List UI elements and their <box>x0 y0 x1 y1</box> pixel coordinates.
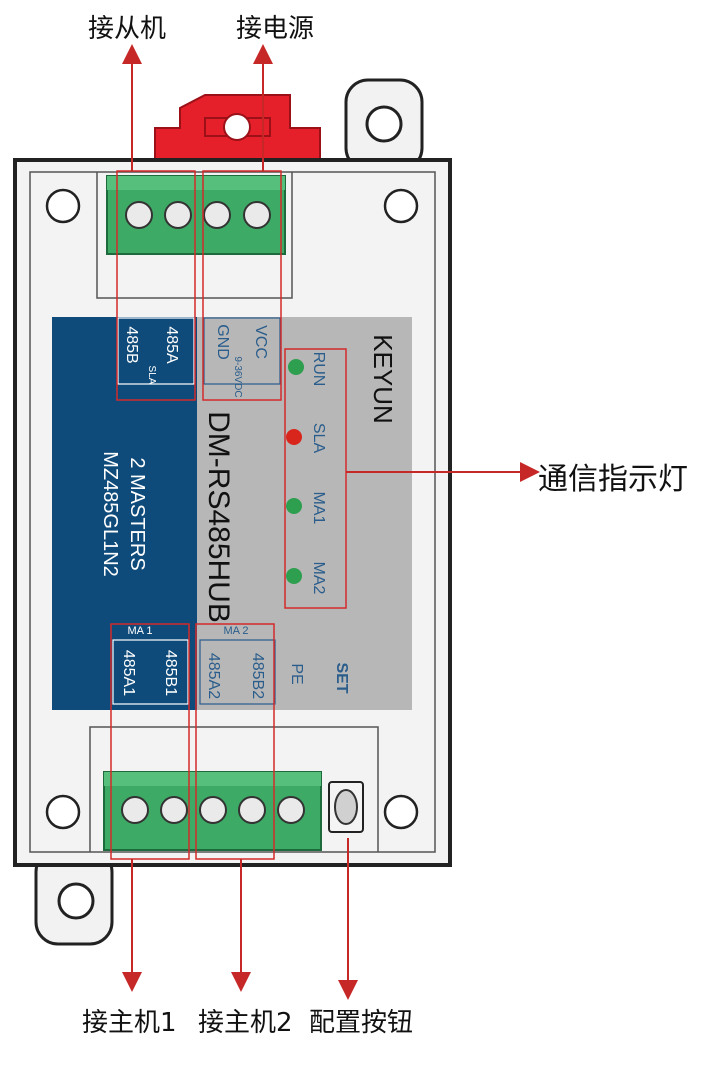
label-485a2: 485A2 <box>205 652 222 700</box>
box-slave-terminals <box>116 170 196 401</box>
led-label-run: RUN <box>310 351 327 387</box>
screw-hole-top-left <box>45 188 81 224</box>
desc-line1: 2 MASTERS <box>126 457 148 571</box>
label-485a: 485A <box>163 326 180 364</box>
desc-line2: MZ485GL1N2 <box>99 451 121 577</box>
box-power-terminals <box>202 170 282 401</box>
label-485b1: 485B1 <box>162 649 179 697</box>
callout-slave: 接从机 <box>88 14 167 44</box>
box-master1-terminals <box>110 623 190 860</box>
led-ma2 <box>286 568 302 584</box>
set-button[interactable] <box>328 781 364 833</box>
label-gnd: GND <box>214 324 231 360</box>
terminal-block-bottom <box>103 771 322 851</box>
screw-hole-bottom-left <box>45 794 81 830</box>
led-ma1 <box>286 498 302 514</box>
callout-master1: 接主机1 <box>82 1008 177 1038</box>
brand-label: KEYUN <box>368 334 398 424</box>
led-label-sla: SLA <box>310 422 327 454</box>
led-label-ma1: MA1 <box>310 491 327 525</box>
label-sla-group: SLA <box>146 365 157 385</box>
label-485b: 485B <box>123 326 140 364</box>
led-label-ma2: MA2 <box>310 561 327 595</box>
terminal-block-top <box>106 175 286 255</box>
callout-indicators: 通信指示灯 <box>538 462 688 497</box>
callout-config: 配置按钮 <box>309 1008 414 1038</box>
label-485a1: 485A1 <box>120 649 137 697</box>
label-485b2: 485B2 <box>249 652 266 700</box>
label-power-group: 9-36VDC <box>232 356 243 398</box>
mount-ear-top-right <box>344 78 424 172</box>
label-set: SET <box>333 662 350 694</box>
label-pe: PE <box>288 663 305 685</box>
model-label: DM-RS485HUB <box>202 411 235 623</box>
callout-power: 接电源 <box>236 14 315 44</box>
box-master2-terminals <box>195 623 275 860</box>
label-panel-blue <box>52 317 197 628</box>
label-ma1-group: MA 1 <box>127 625 153 637</box>
label-vcc: VCC <box>252 325 269 359</box>
screw-hole-bottom-right <box>383 794 419 830</box>
led-run <box>288 359 304 375</box>
box-indicators <box>284 348 347 609</box>
screw-hole-top-right <box>383 188 419 224</box>
label-ma2-group: MA 2 <box>223 625 249 637</box>
led-sla <box>286 429 302 445</box>
callout-master2: 接主机2 <box>198 1008 293 1038</box>
